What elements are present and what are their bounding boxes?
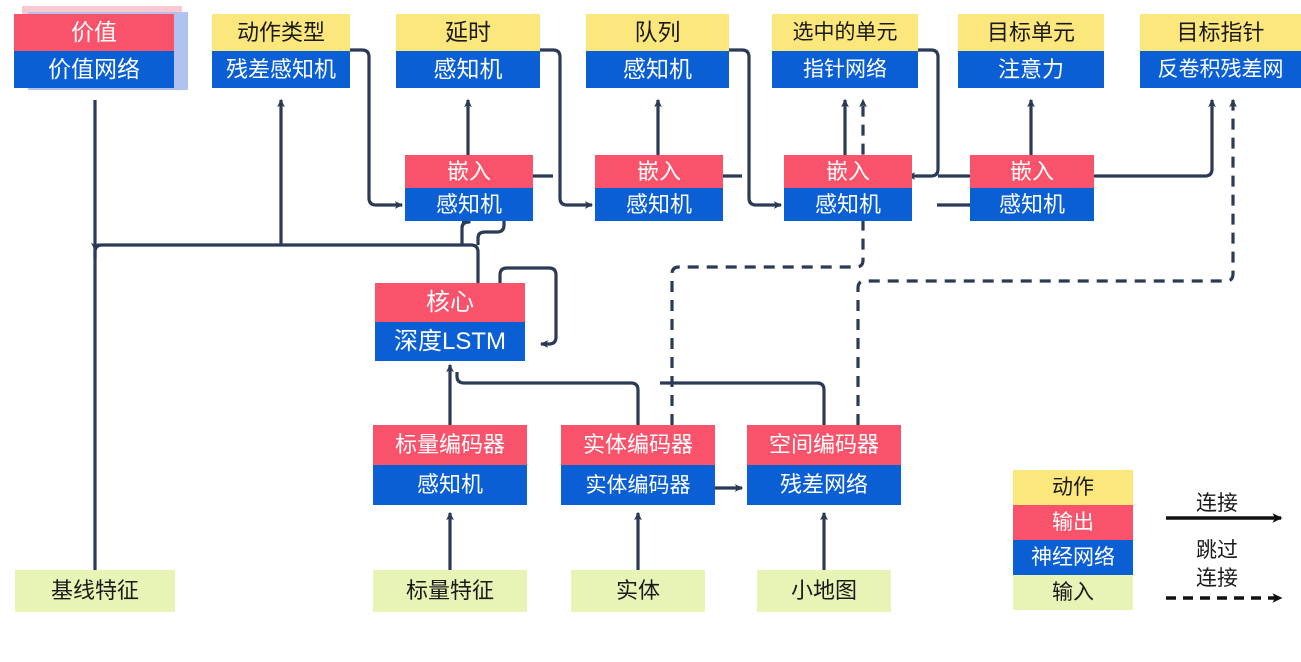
legend-arrows <box>1166 513 1283 603</box>
legend-swatch-network: 神经网络 <box>1013 540 1133 575</box>
node-spatial-encoder-top: 空间编码器 <box>747 425 901 465</box>
node-scalar-encoder[interactable]: 标量编码器 感知机 <box>373 425 527 505</box>
node-embed-1[interactable]: 嵌入 感知机 <box>405 155 533 221</box>
legend-swatch-input: 输入 <box>1013 575 1133 610</box>
node-value[interactable]: 价值 价值网络 <box>14 14 174 88</box>
node-spatial-encoder[interactable]: 空间编码器 残差网络 <box>747 425 901 505</box>
node-queued-bottom: 感知机 <box>586 51 729 88</box>
node-value-bottom: 价值网络 <box>14 51 174 88</box>
node-entity-encoder-bottom: 实体编码器 <box>561 465 715 505</box>
node-target-pointer[interactable]: 目标指针 反卷积残差网 <box>1140 14 1301 88</box>
node-target-unit-bottom: 注意力 <box>958 51 1104 88</box>
node-embed-3-top: 嵌入 <box>784 155 912 188</box>
node-entity-encoder[interactable]: 实体编码器 实体编码器 <box>561 425 715 505</box>
wire-core-recurrent <box>498 266 558 348</box>
input-minimap-label: 小地图 <box>757 570 891 612</box>
node-delay[interactable]: 延时 感知机 <box>396 14 540 88</box>
input-scalar-features[interactable]: 标量特征 <box>373 570 527 612</box>
wire-queued-to-embed3 <box>729 48 783 209</box>
node-embed-4-top: 嵌入 <box>970 155 1094 188</box>
wire-core-bus-left <box>93 243 480 285</box>
node-spatial-encoder-bottom: 残差网络 <box>747 465 901 505</box>
node-selected-units-top: 选中的单元 <box>772 14 918 51</box>
node-target-unit[interactable]: 目标单元 注意力 <box>958 14 1104 88</box>
node-delay-top: 延时 <box>396 14 540 51</box>
input-baseline-features-label: 基线特征 <box>15 570 175 612</box>
skip-entity-to-selectedunits <box>670 98 867 425</box>
node-value-top: 价值 <box>14 14 174 51</box>
node-embed-3[interactable]: 嵌入 感知机 <box>784 155 912 221</box>
node-embed-1-top: 嵌入 <box>405 155 533 188</box>
node-embed-2-bottom: 感知机 <box>595 188 723 221</box>
input-entities-label: 实体 <box>571 570 705 612</box>
node-delay-bottom: 感知机 <box>396 51 540 88</box>
input-baseline-features[interactable]: 基线特征 <box>15 570 175 612</box>
node-embed-4-bottom: 感知机 <box>970 188 1094 221</box>
legend-skip-label-line1: 跳过 <box>1196 539 1238 562</box>
input-scalar-features-label: 标量特征 <box>373 570 527 612</box>
node-scalar-encoder-top: 标量编码器 <box>373 425 527 465</box>
node-entity-encoder-top: 实体编码器 <box>561 425 715 465</box>
node-queued-top: 队列 <box>586 14 729 51</box>
node-action-type-bottom: 残差感知机 <box>212 51 350 88</box>
legend-swatch-action: 动作 <box>1013 470 1133 505</box>
legend-connection-label: 连接 <box>1196 492 1238 515</box>
node-core-top: 核心 <box>375 283 525 322</box>
node-selected-units-bottom: 指针网络 <box>772 51 918 88</box>
wire-core-join <box>460 220 471 244</box>
wire-core-to-embed1-riser <box>476 216 506 245</box>
wire-spatialenc-to-core <box>660 381 826 425</box>
node-target-pointer-top: 目标指针 <box>1140 14 1301 51</box>
wire-selectedunits-to-embed4-head <box>906 48 940 180</box>
node-action-type-top: 动作类型 <box>212 14 350 51</box>
node-target-pointer-bottom: 反卷积残差网 <box>1140 51 1301 88</box>
node-queued[interactable]: 队列 感知机 <box>586 14 729 88</box>
node-embed-2-top: 嵌入 <box>595 155 723 188</box>
wire-delay-to-embed2 <box>540 48 594 209</box>
legend-swatch-output: 输出 <box>1013 505 1133 540</box>
node-target-unit-top: 目标单元 <box>958 14 1104 51</box>
wire-embed4-to-targetpointer <box>1093 98 1216 178</box>
skip-spatial-to-targetpointer <box>856 98 1237 425</box>
node-embed-3-bottom: 感知机 <box>784 188 912 221</box>
node-embed-1-bottom: 感知机 <box>405 188 533 221</box>
node-selected-units[interactable]: 选中的单元 指针网络 <box>772 14 918 88</box>
node-embed-2[interactable]: 嵌入 感知机 <box>595 155 723 221</box>
legend-swatch-stack: 动作 输出 神经网络 输入 <box>1013 470 1133 610</box>
node-scalar-encoder-bottom: 感知机 <box>373 465 527 505</box>
node-core-bottom: 深度LSTM <box>375 322 525 361</box>
node-core[interactable]: 核心 深度LSTM <box>375 283 525 361</box>
input-entities[interactable]: 实体 <box>571 570 705 612</box>
wire-entityenc-to-core <box>455 372 640 425</box>
node-embed-4[interactable]: 嵌入 感知机 <box>970 155 1094 221</box>
wire-actiontype-to-embed1 <box>350 48 404 209</box>
legend-skip-label-line2: 连接 <box>1196 567 1238 590</box>
node-action-type[interactable]: 动作类型 残差感知机 <box>212 14 350 88</box>
input-minimap[interactable]: 小地图 <box>757 570 891 612</box>
